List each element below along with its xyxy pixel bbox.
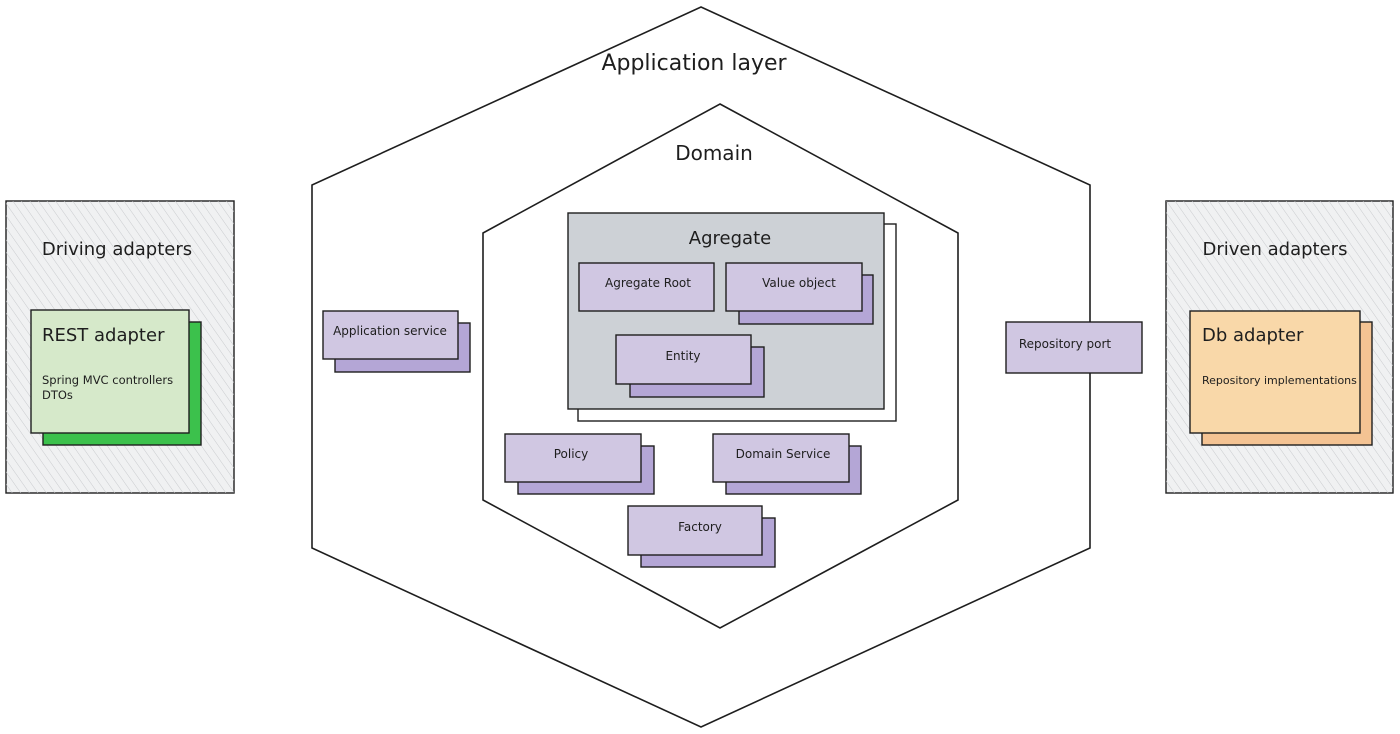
repository-port-box — [1005, 321, 1143, 374]
driving-adapters-title: Driving adapters — [42, 239, 192, 260]
policy-label: Policy — [554, 447, 589, 461]
policy-box — [504, 433, 642, 483]
domain-service-label: Domain Service — [736, 447, 831, 461]
domain-title: Domain — [675, 141, 753, 165]
rest-adapter-box — [30, 309, 190, 434]
application-layer-title: Application layer — [601, 51, 787, 76]
driving-adapters-panel: Driving adapters REST adapter Spring MVC… — [5, 200, 235, 494]
entity-label: Entity — [665, 349, 700, 363]
entity-box — [615, 334, 752, 385]
application-layer: Application layer — [311, 6, 1091, 728]
factory-card: Factory — [627, 505, 776, 568]
db-adapter-line1: Repository implementations — [1202, 374, 1357, 387]
application-service-box — [322, 310, 459, 360]
driven-adapters-panel: Driven adapters Db adapter Repository im… — [1165, 200, 1394, 494]
value-object-box — [725, 262, 863, 312]
db-adapter-box — [1189, 310, 1361, 434]
aggregate-title: Agregate — [689, 228, 771, 249]
application-service-label: Application service — [333, 324, 447, 338]
aggregate-root-label: Agregate Root — [605, 276, 691, 290]
rest-adapter-line1: Spring MVC controllers — [42, 373, 173, 387]
domain-hexagon — [482, 103, 959, 629]
entity-card: Entity — [615, 334, 765, 398]
policy-card: Policy — [504, 433, 655, 495]
db-adapter-title: Db adapter — [1202, 325, 1304, 346]
rest-adapter-title: REST adapter — [42, 325, 165, 346]
driven-adapters-title: Driven adapters — [1203, 239, 1348, 260]
factory-box — [627, 505, 763, 556]
value-object-card: Value object — [725, 262, 874, 325]
aggregate-root-box — [578, 262, 715, 312]
domain-service-box — [712, 433, 850, 483]
application-layer-hexagon — [311, 6, 1091, 728]
domain-layer: Domain — [482, 103, 959, 629]
repository-port-label: Repository port — [1019, 337, 1112, 351]
aggregate-root-card: Agregate Root — [578, 262, 715, 312]
repository-port-card: Repository port — [1005, 321, 1143, 374]
factory-label: Factory — [678, 520, 722, 534]
rest-adapter-line2: DTOs — [42, 388, 73, 402]
application-service-card: Application service — [322, 310, 471, 373]
domain-service-card: Domain Service — [712, 433, 862, 495]
value-object-label: Value object — [762, 276, 836, 290]
